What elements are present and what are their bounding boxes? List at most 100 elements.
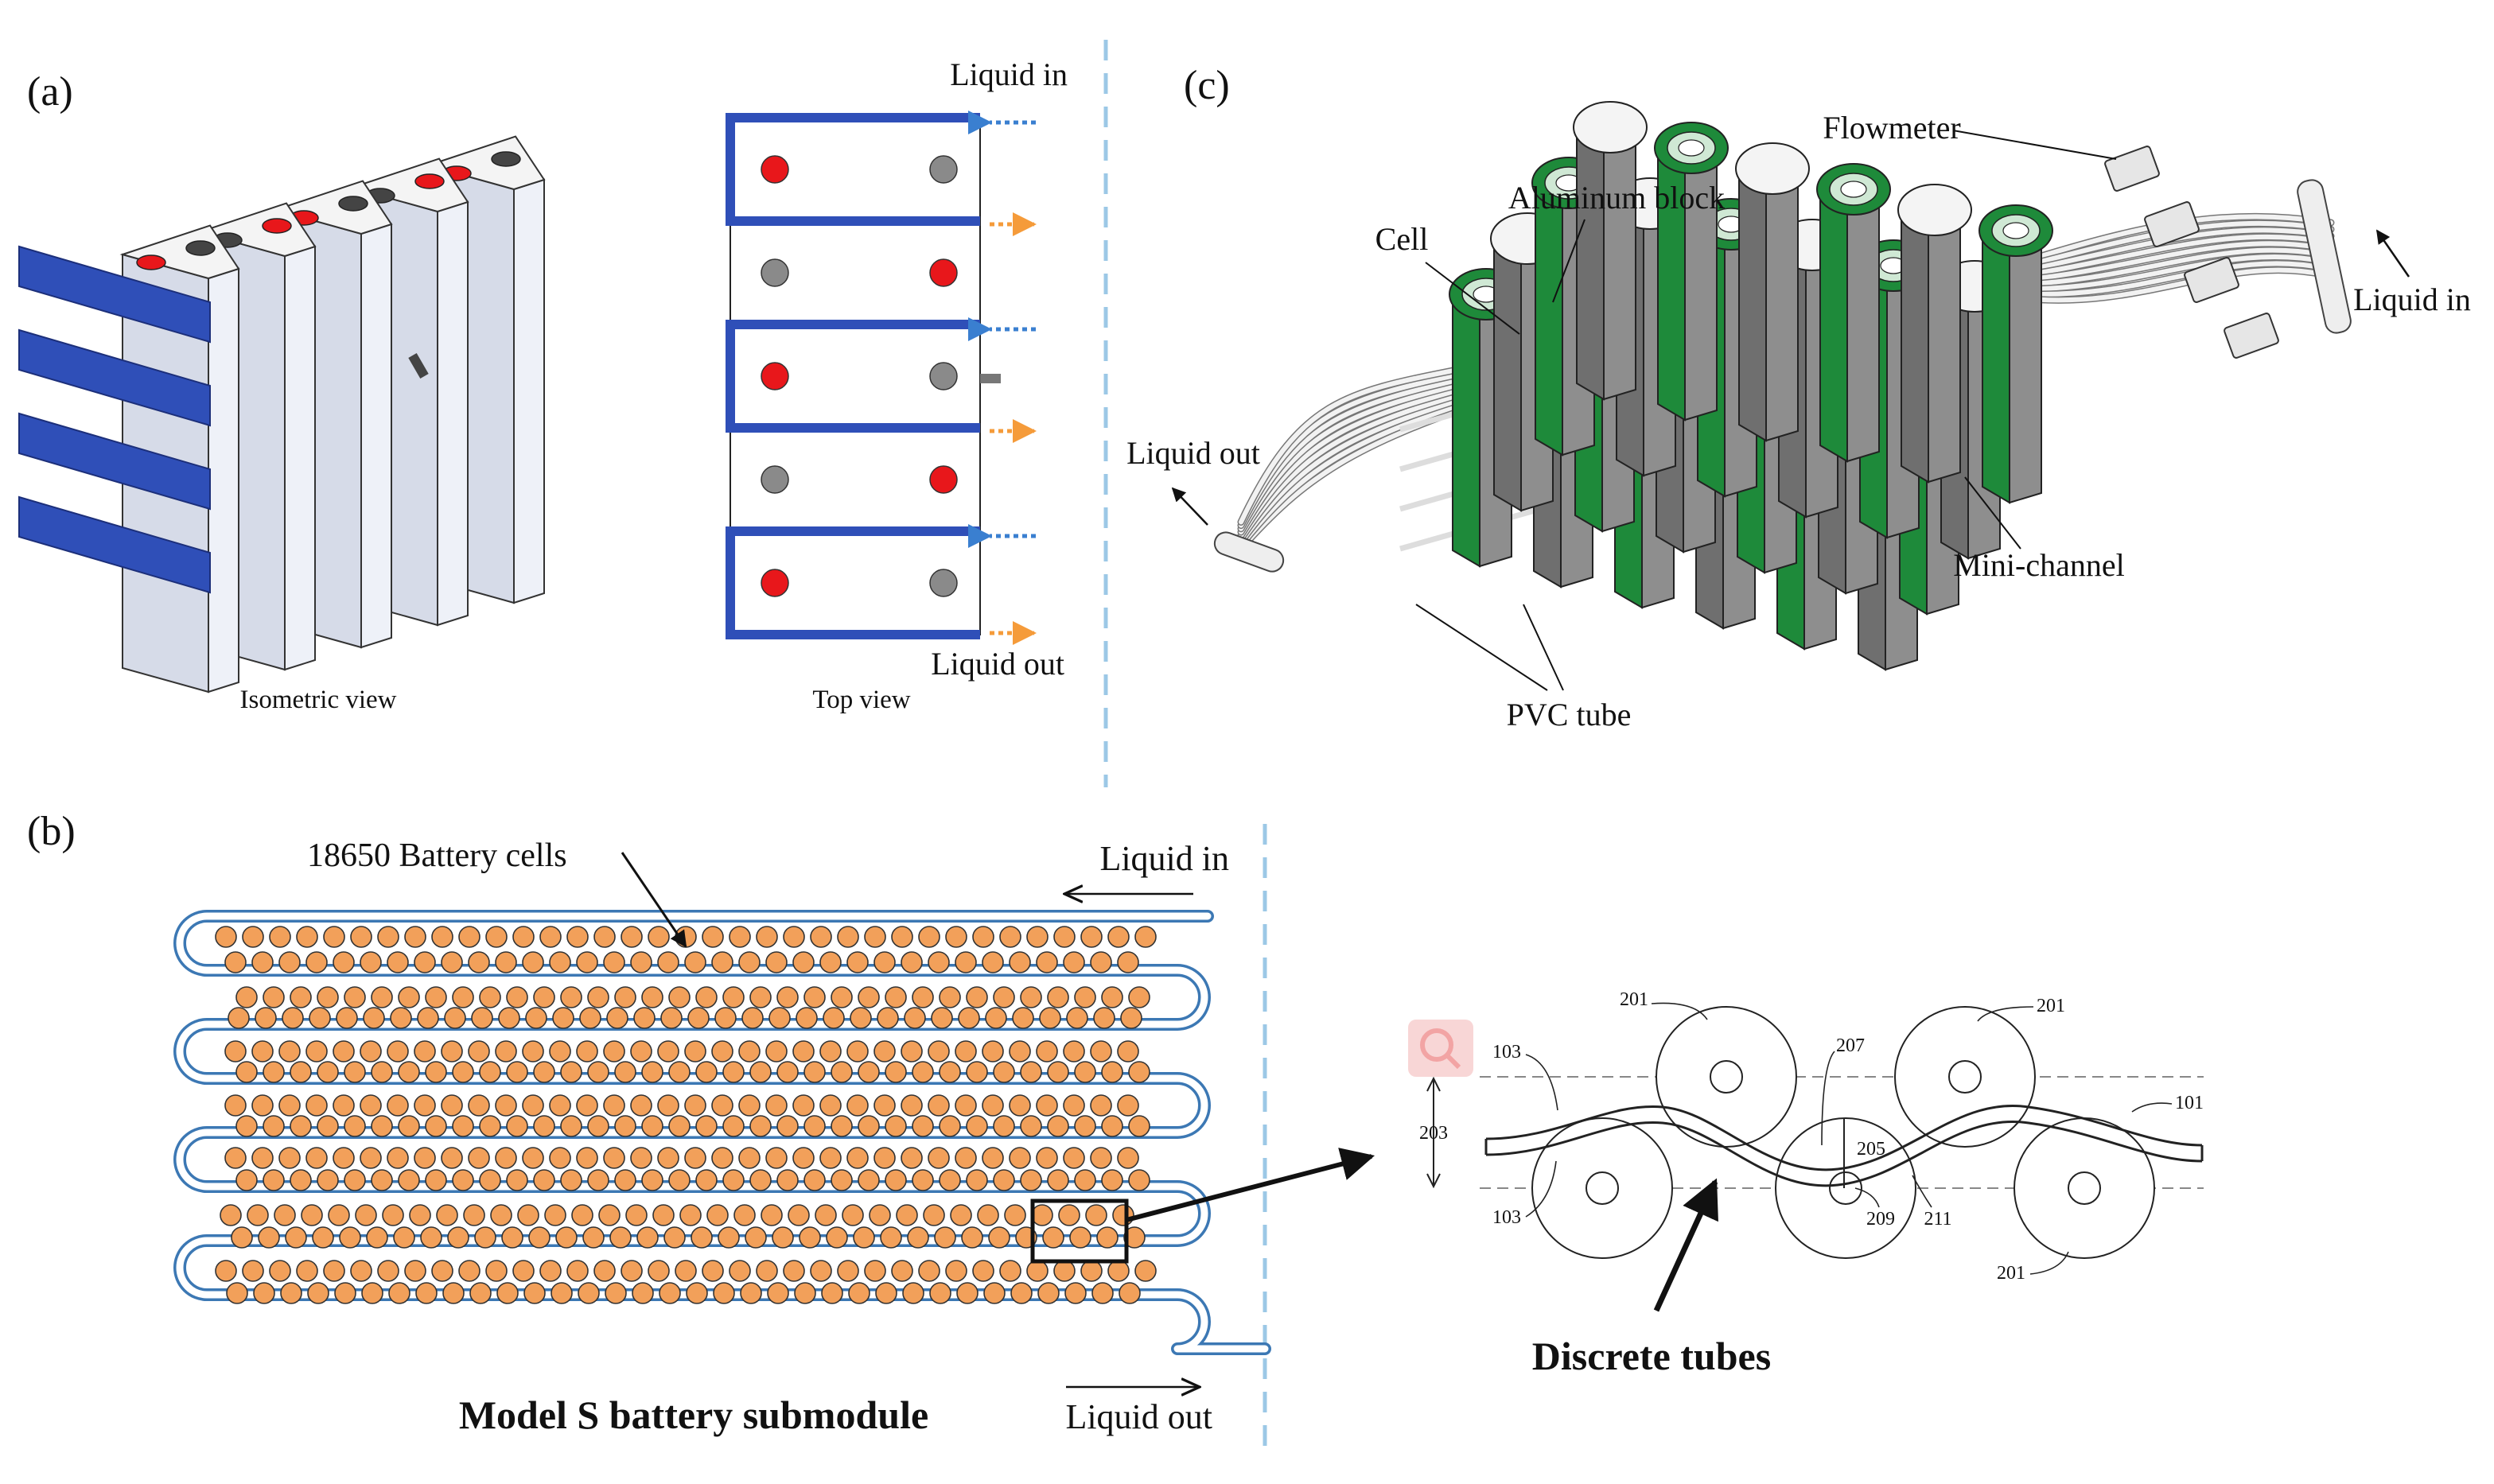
cell-18650 xyxy=(533,1061,555,1083)
cell-top-face xyxy=(196,202,317,258)
cell-18650 xyxy=(431,1260,453,1282)
cell-18650 xyxy=(846,1040,869,1062)
cell-18650 xyxy=(485,926,508,948)
cells-leader xyxy=(621,852,687,948)
cell-18650 xyxy=(425,1115,447,1137)
cell-18650 xyxy=(417,1007,439,1029)
cell-18650 xyxy=(1128,986,1150,1008)
cell-18650 xyxy=(1036,1147,1058,1169)
cell-18650 xyxy=(901,1147,923,1169)
cell-18650 xyxy=(323,926,345,948)
cell-18650 xyxy=(253,1282,275,1304)
cell-18650 xyxy=(305,1094,328,1117)
cell-18650 xyxy=(1123,1226,1146,1249)
c-liquid-out-arrow xyxy=(1171,487,1208,526)
cell-18650 xyxy=(679,1204,702,1226)
wavy-tube-outer xyxy=(1485,1104,2203,1171)
cell-18650 xyxy=(1074,1169,1096,1191)
inlet-manifold xyxy=(2297,179,2352,334)
cell-18650 xyxy=(768,1007,791,1029)
cell-18650 xyxy=(523,1282,546,1304)
cell-18650 xyxy=(864,926,886,948)
cell-18650 xyxy=(966,1169,988,1191)
cell-18650 xyxy=(474,1226,496,1249)
cell-18650 xyxy=(606,1007,628,1029)
cell-18650 xyxy=(663,1226,686,1249)
cell-18650 xyxy=(819,1147,842,1169)
detail-cell-core xyxy=(2068,1171,2101,1205)
cell-18650 xyxy=(258,1226,280,1249)
cell-18650 xyxy=(993,1115,1015,1137)
cell-18650 xyxy=(398,1115,420,1137)
isometric-battery-pack xyxy=(18,135,546,693)
cell-18650 xyxy=(880,1226,902,1249)
cell-18650 xyxy=(904,1007,926,1029)
cell-18650 xyxy=(350,1260,372,1282)
cell-18650 xyxy=(776,1115,799,1137)
cell-18650 xyxy=(323,1260,345,1282)
top-view-caption: Top view xyxy=(812,686,910,714)
cell-18650 xyxy=(928,951,950,973)
cell-18650 xyxy=(684,1040,706,1062)
ref-207: 207 xyxy=(1836,1035,1865,1056)
cell-top-face xyxy=(425,135,546,191)
cell-18650 xyxy=(1112,1204,1134,1226)
cell-18650 xyxy=(982,1147,1004,1169)
cell-18650 xyxy=(691,1226,713,1249)
cell-18650 xyxy=(415,1282,438,1304)
cell-18650 xyxy=(869,1204,891,1226)
cell-18650 xyxy=(471,1007,493,1029)
cell-18650 xyxy=(1101,986,1123,1008)
cell-front-face xyxy=(360,223,392,649)
terminal-red xyxy=(262,218,292,234)
cell-18650 xyxy=(1064,1282,1087,1304)
cell-18650 xyxy=(566,1260,589,1282)
ref-101: 101 xyxy=(2175,1093,2204,1113)
flowmeter xyxy=(2104,146,2160,192)
cell-18650 xyxy=(738,1147,761,1169)
cell-18650 xyxy=(846,951,869,973)
cell-18650 xyxy=(648,926,670,948)
pack-connector xyxy=(408,353,429,379)
ref-201-b: 201 xyxy=(2037,996,2065,1016)
cell-18650 xyxy=(371,1169,393,1191)
cell-18650 xyxy=(1009,1147,1031,1169)
cell-18650 xyxy=(235,1061,258,1083)
serpentine-channel xyxy=(173,910,1271,1355)
c-liquid-out-label: Liquid out xyxy=(1126,435,1260,471)
cell-18650 xyxy=(533,1169,555,1191)
cell-18650 xyxy=(738,951,761,973)
cell-18650 xyxy=(251,1094,274,1117)
cell-18650 xyxy=(282,1007,304,1029)
cell-18650 xyxy=(738,1040,761,1062)
cell-18650 xyxy=(425,986,447,1008)
cell-18650 xyxy=(939,1115,961,1137)
cell-18650 xyxy=(912,1115,934,1137)
cell-18650 xyxy=(290,986,312,1008)
cell-18650 xyxy=(982,951,1004,973)
cell-18650 xyxy=(539,926,562,948)
detail-cell-core xyxy=(1829,1171,1862,1205)
cell-18650 xyxy=(819,1040,842,1062)
cell-18650 xyxy=(255,1007,277,1029)
aluminum-block-side xyxy=(1576,134,1605,401)
cell-18650 xyxy=(1085,1204,1107,1226)
cell-18650 xyxy=(821,1282,843,1304)
cell-18650 xyxy=(1090,1147,1112,1169)
cell-18650 xyxy=(831,1061,853,1083)
cell-18650 xyxy=(525,1007,547,1029)
cell-18650 xyxy=(803,1169,826,1191)
cell-18650 xyxy=(549,1040,571,1062)
cell-18650 xyxy=(436,1204,458,1226)
cell-18650 xyxy=(215,926,237,948)
aluminum-block xyxy=(1928,223,1961,484)
cell-18650 xyxy=(242,1260,264,1282)
top-cell-red xyxy=(929,258,958,287)
cell-18650 xyxy=(1066,1007,1088,1029)
cell-18650 xyxy=(993,986,1015,1008)
cell-18650 xyxy=(305,951,328,973)
cell-18650 xyxy=(605,1282,627,1304)
cell-18650 xyxy=(877,1007,899,1029)
cell-18650 xyxy=(1080,1260,1103,1282)
cell-18650 xyxy=(598,1204,621,1226)
